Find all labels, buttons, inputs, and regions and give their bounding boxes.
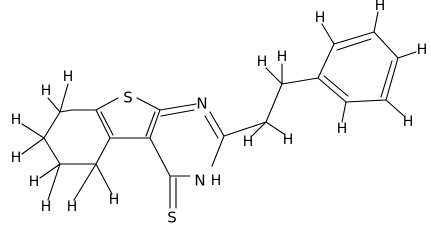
bond <box>345 99 387 103</box>
structure-diagram: S N N H S H H H H H H H H H H H H H H H … <box>11 0 428 227</box>
bond <box>341 101 347 123</box>
bond <box>385 57 399 101</box>
thione-sulfur-label: S <box>167 209 177 227</box>
hydrogen-label: H <box>257 54 268 70</box>
bond <box>39 163 61 179</box>
hydrogen-label: H <box>277 49 288 65</box>
bond <box>149 109 161 139</box>
hydrogen-label: H <box>337 121 348 137</box>
bond <box>47 163 61 201</box>
bond <box>321 23 335 45</box>
bond <box>100 111 114 136</box>
hydrogen-label: H <box>243 134 254 150</box>
hydrogen-label: H <box>11 150 22 166</box>
hydrogen-label: H <box>403 114 414 130</box>
hydrogen-label: H <box>375 0 386 14</box>
pyrimidine-nitrogen-label: N <box>196 95 207 113</box>
bond <box>145 111 156 137</box>
hydrogen-label: H <box>29 174 40 190</box>
bond <box>265 83 283 123</box>
bond <box>204 115 219 139</box>
pyrimidine-nh-hydrogen-label: H <box>211 173 222 189</box>
bond <box>265 67 283 85</box>
bond <box>43 137 61 165</box>
bond <box>209 111 225 137</box>
bond <box>95 163 113 195</box>
bond <box>95 109 111 139</box>
hydrogen-label: H <box>41 83 52 99</box>
bond <box>317 43 335 79</box>
bond <box>21 137 45 155</box>
hydrogen-label: H <box>67 199 78 215</box>
bond <box>281 77 319 85</box>
bond <box>95 137 111 165</box>
bond <box>211 135 225 167</box>
bond <box>397 51 417 59</box>
bond <box>333 31 375 45</box>
bond <box>265 121 285 135</box>
hydrogen-label: H <box>63 69 74 85</box>
pyrimidine-nh-nitrogen-label: N <box>194 172 205 190</box>
hydrogen-label: H <box>109 192 120 208</box>
bond <box>336 38 372 51</box>
bond <box>21 123 45 139</box>
bond <box>223 121 267 137</box>
hydrogen-label: H <box>283 132 294 148</box>
hydrogen-label: H <box>11 112 22 128</box>
atom-labels: S N N H S H H H H H H H H H H H H H H H … <box>11 0 428 227</box>
bond <box>380 60 393 98</box>
bond <box>323 75 349 97</box>
bond <box>159 103 197 111</box>
hydrogen-label: H <box>41 199 52 215</box>
hydrogen-label: H <box>315 10 326 26</box>
bond <box>373 11 379 33</box>
bond <box>59 109 73 113</box>
bond <box>59 83 69 113</box>
bond <box>47 97 61 113</box>
bond <box>317 77 347 103</box>
bond <box>95 97 119 111</box>
bond <box>160 109 195 117</box>
bond <box>136 97 161 111</box>
bond <box>149 137 171 177</box>
bonds <box>21 11 417 209</box>
bond <box>43 111 61 139</box>
bond <box>73 163 97 201</box>
thiophene-sulfur-label: S <box>123 89 133 107</box>
bond <box>385 99 405 117</box>
bond <box>251 121 267 137</box>
bond <box>373 31 399 59</box>
hydrogen-label: H <box>417 42 428 58</box>
